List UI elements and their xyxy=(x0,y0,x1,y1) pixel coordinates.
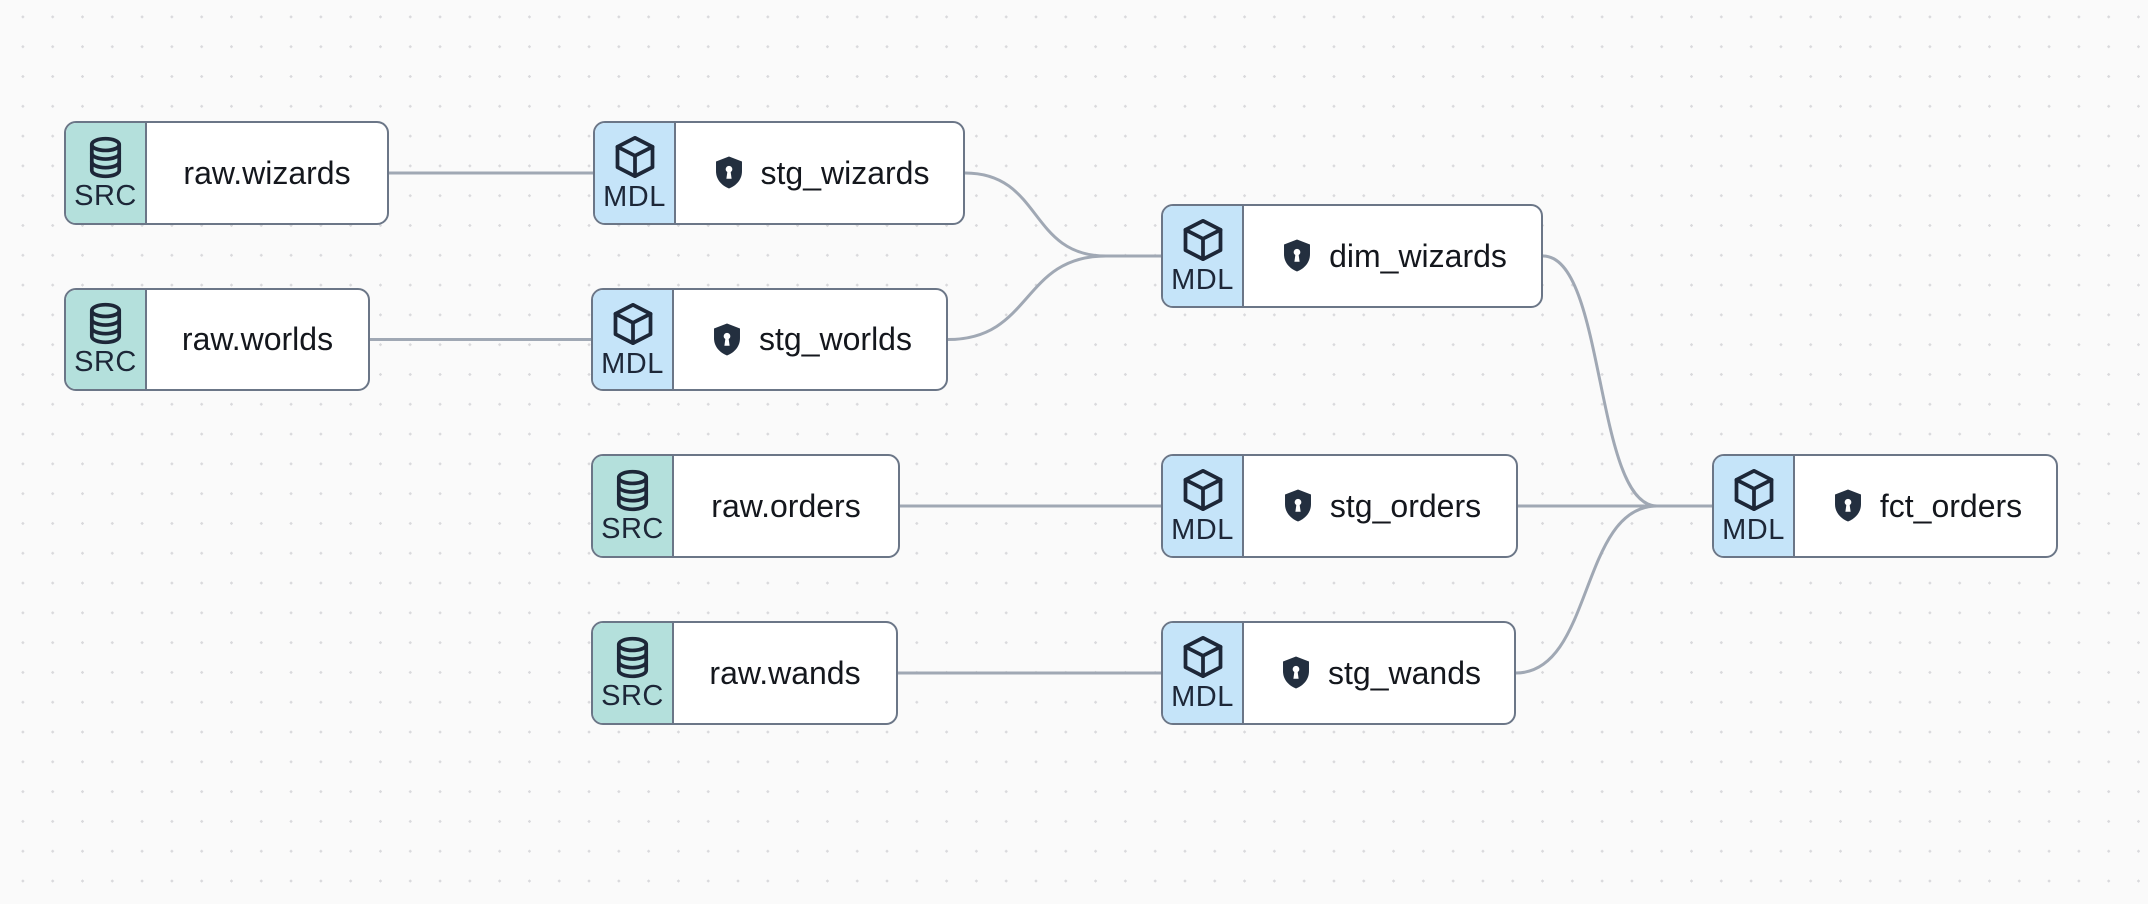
badge-label: MDL xyxy=(1171,264,1234,296)
edge-stg_wands-fct_orders xyxy=(1514,504,1714,675)
database-icon xyxy=(616,469,649,511)
cube-icon xyxy=(1183,218,1222,262)
node-name: stg_worlds xyxy=(759,321,912,357)
shield-lock-icon xyxy=(715,156,742,189)
node-raw_orders[interactable]: SRC raw.orders xyxy=(591,454,900,558)
edge-stg_worlds-dim_wizards xyxy=(946,254,1163,341)
node-stg_orders[interactable]: MDL stg_orders xyxy=(1161,454,1518,558)
source-badge: SRC xyxy=(593,456,674,556)
node-name: fct_orders xyxy=(1879,487,2023,524)
model-badge: MDL xyxy=(1163,623,1244,723)
shield-lock-icon xyxy=(1283,656,1309,689)
cube-icon xyxy=(1734,468,1773,512)
badge-label: MDL xyxy=(603,181,666,213)
badge-label: SRC xyxy=(601,679,664,712)
node-name: raw.wands xyxy=(709,654,861,691)
node-raw_worlds[interactable]: SRC raw.worlds xyxy=(64,288,370,391)
source-badge: SRC xyxy=(66,123,147,223)
badge-label: MDL xyxy=(1722,514,1785,546)
node-body: stg_worlds xyxy=(674,290,946,389)
cube-icon xyxy=(1183,635,1222,679)
node-name: stg_orders xyxy=(1329,487,1482,524)
node-body: raw.worlds xyxy=(147,290,368,389)
model-badge: MDL xyxy=(593,290,674,389)
badge-label: SRC xyxy=(74,346,137,378)
edge-dim_wizards-fct_orders xyxy=(1541,254,1714,508)
model-badge: MDL xyxy=(595,123,676,223)
node-body: stg_wands xyxy=(1244,623,1514,723)
node-body: fct_orders xyxy=(1795,456,2056,556)
node-body: raw.wizards xyxy=(147,123,387,223)
model-badge: MDL xyxy=(1714,456,1795,556)
shield-lock-icon xyxy=(1284,239,1311,272)
badge-label: SRC xyxy=(74,179,137,212)
database-icon xyxy=(89,136,122,178)
shield-lock-icon xyxy=(1284,489,1311,522)
node-name: raw.worlds xyxy=(181,321,334,357)
node-stg_wizards[interactable]: MDL stg_wizards xyxy=(593,121,965,225)
badge-label: MDL xyxy=(601,347,664,380)
node-raw_wands[interactable]: SRC raw.wands xyxy=(591,621,898,725)
edge-stg_wizards-dim_wizards xyxy=(963,171,1163,258)
node-body: raw.wands xyxy=(674,623,896,723)
node-name: dim_wizards xyxy=(1329,237,1507,274)
badge-label: SRC xyxy=(601,512,664,545)
node-body: stg_orders xyxy=(1244,456,1516,556)
node-name: raw.wizards xyxy=(183,154,351,191)
cube-icon xyxy=(615,135,654,179)
database-icon xyxy=(89,302,122,345)
node-stg_worlds[interactable]: MDL stg_worlds xyxy=(591,288,948,391)
cube-icon xyxy=(1183,468,1222,512)
shield-lock-icon xyxy=(714,323,740,356)
node-fct_orders[interactable]: MDL fct_orders xyxy=(1712,454,2058,558)
node-raw_wizards[interactable]: SRC raw.wizards xyxy=(64,121,389,225)
node-body: raw.orders xyxy=(674,456,898,556)
cube-icon xyxy=(613,302,652,345)
node-body: dim_wizards xyxy=(1244,206,1541,306)
node-name: raw.orders xyxy=(711,487,861,524)
database-icon xyxy=(616,636,649,678)
model-badge: MDL xyxy=(1163,456,1244,556)
badge-label: MDL xyxy=(1171,681,1234,713)
source-badge: SRC xyxy=(66,290,147,389)
node-dim_wizards[interactable]: MDL dim_wizards xyxy=(1161,204,1543,308)
node-body: stg_wizards xyxy=(676,123,963,223)
node-name: stg_wands xyxy=(1328,654,1481,691)
shield-lock-icon xyxy=(1834,489,1861,522)
badge-label: MDL xyxy=(1171,514,1234,546)
source-badge: SRC xyxy=(593,623,674,723)
node-name: stg_wizards xyxy=(760,154,930,191)
model-badge: MDL xyxy=(1163,206,1244,306)
node-stg_wands[interactable]: MDL stg_wands xyxy=(1161,621,1516,725)
